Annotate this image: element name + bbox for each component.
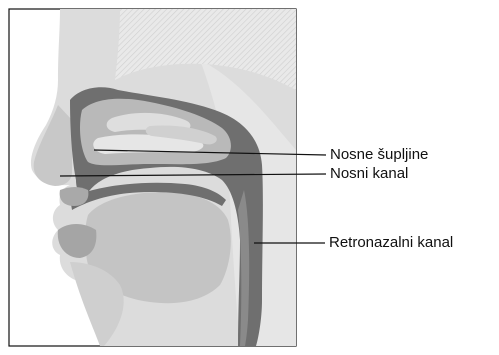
label-nasal-cavities: Nosne šupljine: [330, 147, 428, 162]
label-nasal-passage: Nosni kanal: [330, 166, 408, 181]
label-retronasal-passage: Retronazalni kanal: [329, 235, 453, 250]
